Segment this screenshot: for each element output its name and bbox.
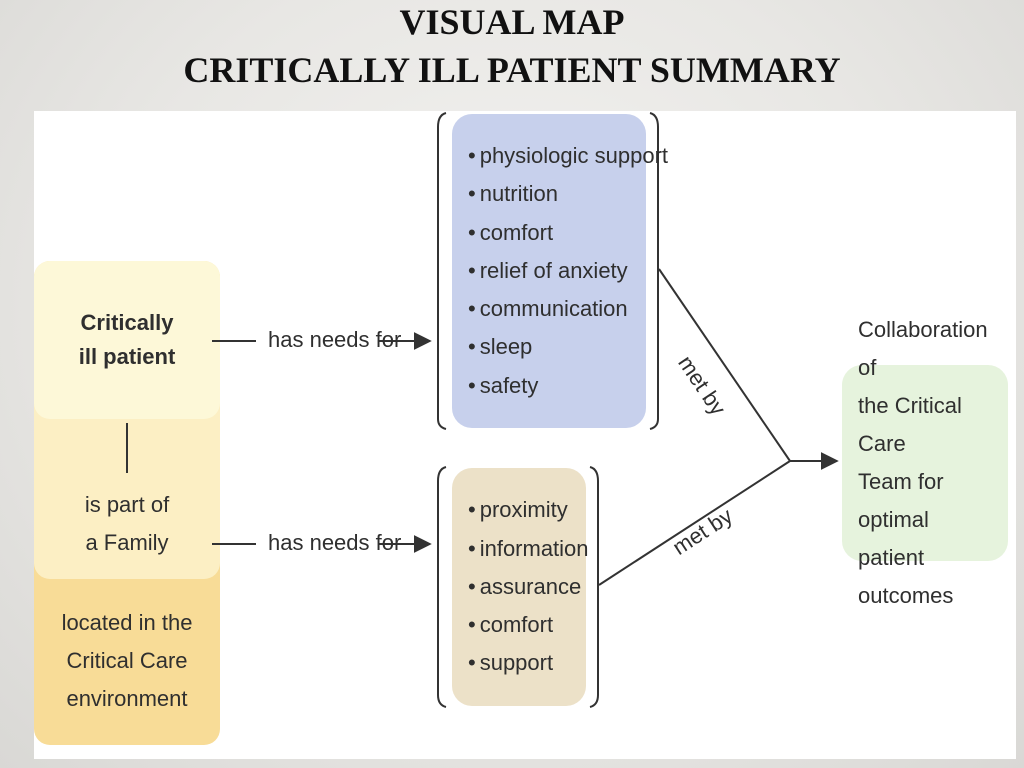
patient-need-item: safety — [468, 367, 668, 405]
patient-label-line-1: Critically — [80, 310, 174, 335]
patient-need-item: communication — [468, 290, 668, 328]
outcome-line-2: the Critical Care — [858, 393, 962, 456]
family-need-item: support — [468, 644, 589, 682]
family-label-line-2: a Family — [85, 530, 169, 555]
met-by-bottom-line — [598, 460, 791, 586]
diagram-panel: Critically ill patient is part of a Fami… — [34, 111, 1016, 759]
title-line-2: CRITICALLY ILL PATIENT SUMMARY — [183, 50, 841, 90]
family-label: is part of a Family — [34, 479, 220, 569]
patient-needs-bracket-left — [437, 112, 447, 430]
environment-label-line-2: Critical Care — [66, 648, 188, 673]
family-need-item: information — [468, 530, 589, 568]
family-need-item: comfort — [468, 606, 589, 644]
patient-family-connector — [126, 423, 128, 473]
patient-needs-list: physiologic support nutrition comfort re… — [468, 137, 668, 405]
patient-label-line-2: ill patient — [78, 344, 176, 369]
family-needs-bracket-left — [437, 466, 447, 708]
family-label-line-1: is part of — [84, 492, 170, 517]
patient-box: Critically ill patient — [34, 261, 220, 419]
patient-edge-label: has needs for — [268, 327, 402, 352]
diagram-connectors — [212, 112, 839, 708]
patient-needs-box: physiologic support nutrition comfort re… — [452, 114, 668, 428]
patient-need-item: relief of anxiety — [468, 252, 668, 290]
patient-need-item: sleep — [468, 328, 668, 366]
patient-need-item: nutrition — [468, 175, 668, 213]
outcome-line-3: Team for optimal — [858, 469, 944, 532]
outcome-line-4: patient outcomes — [858, 545, 954, 608]
outcome-box: Collaboration of the Critical Care Team … — [842, 317, 1008, 608]
environment-label: located in the Critical Care environment — [34, 599, 220, 723]
environment-label-line-3: environment — [66, 686, 188, 711]
patient-need-item: comfort — [468, 214, 668, 252]
family-edge-label: has needs for — [268, 530, 402, 555]
met-by-top-line — [658, 268, 791, 462]
family-needs-bracket-right — [589, 466, 599, 708]
family-need-item: assurance — [468, 568, 589, 606]
title-line-1: VISUAL MAP — [399, 2, 625, 42]
outcome-line-1: Collaboration of — [858, 317, 988, 380]
family-needs-box: proximity information assurance comfort … — [452, 468, 589, 706]
family-needs-list: proximity information assurance comfort … — [468, 491, 589, 682]
family-need-item: proximity — [468, 491, 589, 529]
environment-label-line-1: located in the — [61, 610, 193, 635]
patient-need-item: physiologic support — [468, 137, 668, 175]
